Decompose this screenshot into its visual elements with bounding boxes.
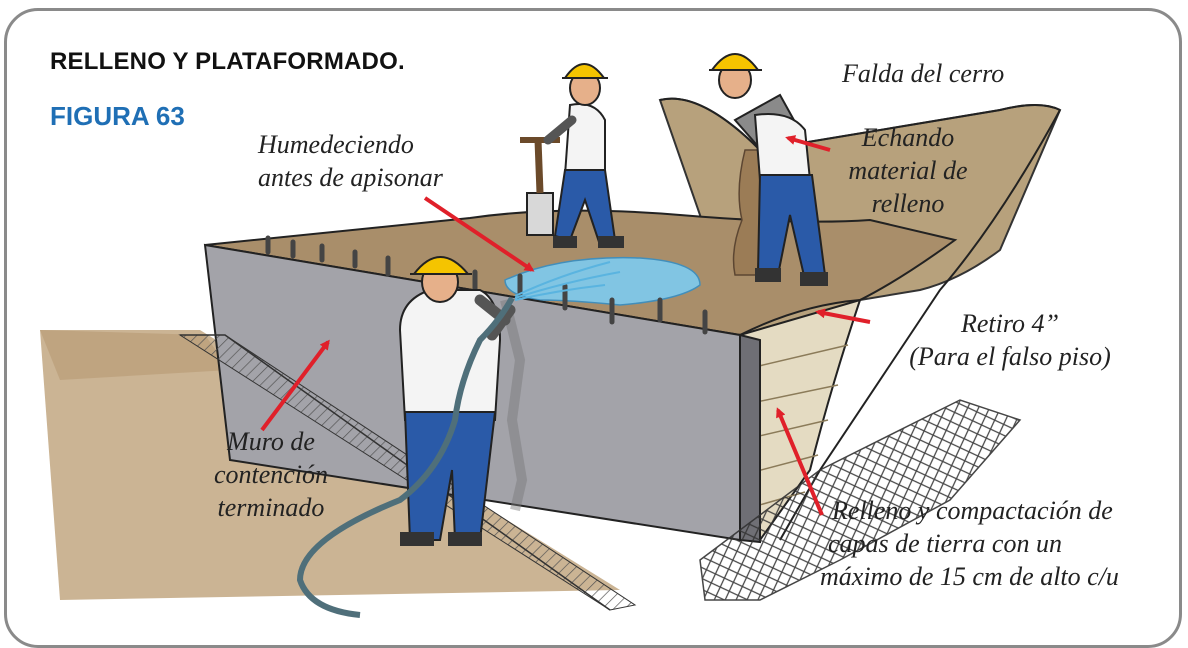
illustration	[40, 53, 1062, 618]
page-title: RELLENO Y PLATAFORMADO.	[50, 48, 405, 75]
label-line: contención	[213, 460, 329, 489]
label-line: antes de apisonar	[258, 163, 443, 192]
label-line: relleno	[871, 189, 945, 218]
arrow-humedeciendo	[423, 196, 535, 272]
figure-label: FIGURA 63	[50, 101, 185, 131]
rebar-stubs	[265, 235, 708, 335]
worker-hose	[296, 256, 621, 618]
arrow-echando	[785, 135, 831, 152]
arrow-relleno	[776, 407, 824, 516]
hill-slope	[779, 109, 1061, 541]
label-line: capas de tierra con un	[828, 529, 1062, 558]
arrow-muro	[260, 339, 330, 432]
label-humedeciendo: Humedeciendo antes de apisonar	[258, 128, 443, 194]
label-line: Retiro 4”	[961, 309, 1059, 338]
hose	[296, 296, 515, 618]
label-line: máximo de 15 cm de alto c/u	[820, 562, 1119, 591]
label-echando: Echando material de relleno	[838, 121, 978, 220]
label-line: Muro de	[227, 427, 315, 456]
callout-arrows	[260, 135, 871, 516]
label-line: Falda del cerro	[842, 59, 1005, 88]
mesh-net	[699, 399, 1022, 601]
worker-tamper	[520, 63, 624, 248]
label-line: material de	[848, 156, 968, 185]
label-line: Humedeciendo	[258, 130, 414, 159]
label-line: Relleno y compactación de	[832, 496, 1113, 525]
worker-bucket	[709, 53, 828, 286]
label-relleno: Relleno y compactación de capas de tierr…	[820, 494, 1119, 593]
label-line: (Para el falso piso)	[909, 342, 1111, 371]
wall-end	[739, 333, 761, 544]
label-retiro: Retiro 4” (Para el falso piso)	[880, 307, 1140, 373]
arrow-retiro	[815, 308, 871, 324]
label-line: Echando	[861, 123, 955, 152]
label-line: terminado	[217, 493, 325, 522]
label-muro: Muro de contención terminado	[200, 425, 342, 524]
label-falda: Falda del cerro	[842, 57, 1004, 90]
